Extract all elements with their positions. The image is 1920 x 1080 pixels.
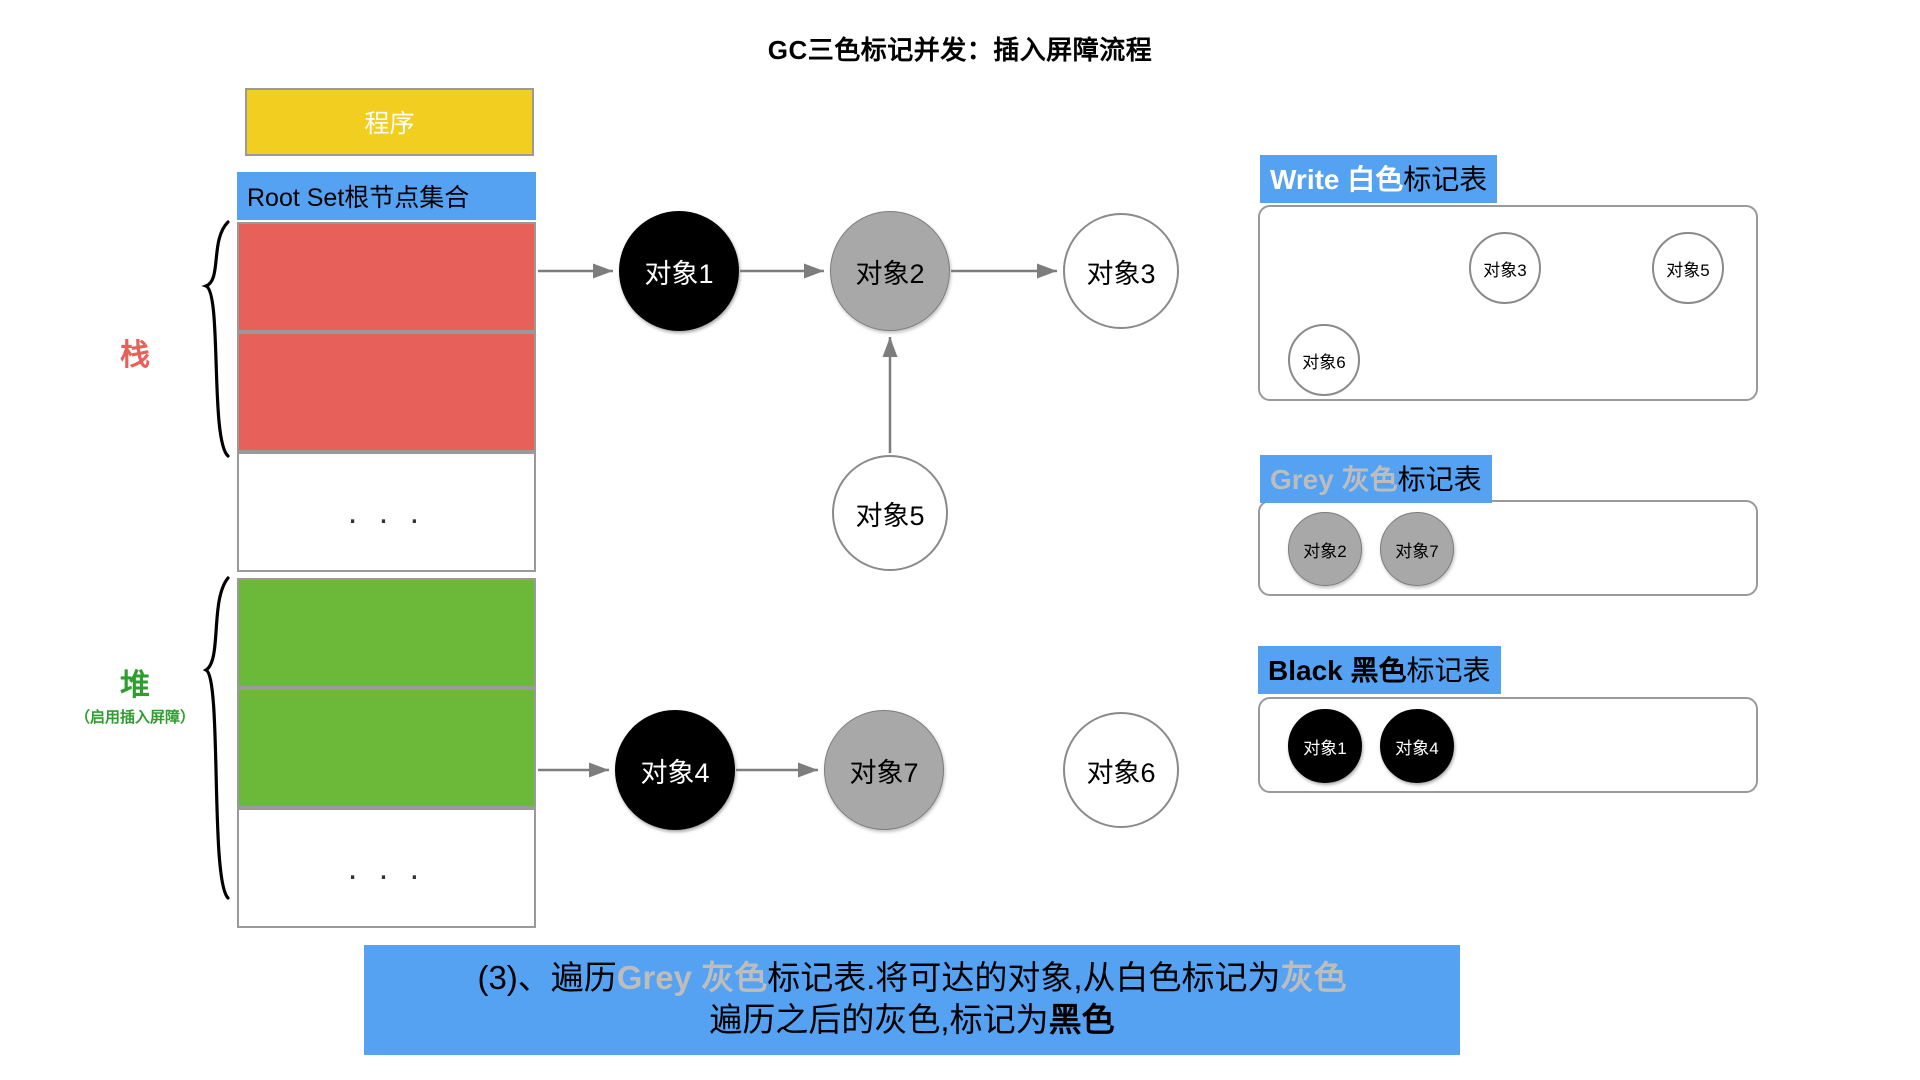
caption-line2-bold: 黑色 xyxy=(1048,1001,1115,1039)
stack-slot-2 xyxy=(237,332,536,452)
mark-chip-obj5: 对象5 xyxy=(1652,232,1724,304)
heap-slot-1 xyxy=(237,578,536,688)
grey-mark-table-body: 对象2 对象7 xyxy=(1258,500,1758,596)
mark-chip-label: 对象2 xyxy=(1303,541,1347,561)
mark-chip-label: 对象1 xyxy=(1303,738,1347,758)
white-mark-table-keyword: Write 白色 xyxy=(1270,164,1404,195)
mark-chip-label: 对象3 xyxy=(1483,260,1527,280)
caption-line1-a: (3)、遍历 xyxy=(477,959,617,996)
black-mark-table-rest: 标记表 xyxy=(1406,655,1491,686)
mark-chip-obj1: 对象1 xyxy=(1288,709,1362,783)
graph-node-label: 对象4 xyxy=(640,757,710,788)
stack-slot-1 xyxy=(237,222,536,332)
white-mark-table-rest: 标记表 xyxy=(1403,164,1488,195)
mark-chip-label: 对象6 xyxy=(1302,352,1346,372)
page-title: GC三色标记并发：插入屏障流程 xyxy=(767,35,1153,65)
caption-line1-grey: Grey 灰色 xyxy=(616,959,768,996)
heap-slot-2 xyxy=(237,688,536,808)
black-mark-table-header: Black 黑色标记表 xyxy=(1258,646,1501,694)
grey-mark-table-header: Grey 灰色标记表 xyxy=(1260,455,1492,503)
caption-line-1: (3)、遍历Grey 灰色标记表.将可达的对象,从白色标记为灰色 xyxy=(364,957,1460,999)
graph-node-obj2: 对象2 xyxy=(830,211,950,331)
black-mark-table-keyword: Black 黑色 xyxy=(1268,655,1407,686)
caption-line2-a: 遍历之后的灰色,标记为 xyxy=(709,1001,1049,1039)
graph-node-obj1: 对象1 xyxy=(619,211,739,331)
mark-chip-label: 对象4 xyxy=(1395,738,1439,758)
grey-mark-table-rest: 标记表 xyxy=(1397,464,1482,495)
graph-node-label: 对象3 xyxy=(1086,258,1156,289)
mark-chip-obj2: 对象2 xyxy=(1288,512,1362,586)
graph-node-obj5: 对象5 xyxy=(832,455,948,571)
program-box: 程序 xyxy=(245,88,534,156)
heap-label: 堆 （启用插入屏障） xyxy=(60,660,210,727)
heap-label-text: 堆 xyxy=(120,669,150,702)
mark-chip-obj7: 对象7 xyxy=(1380,512,1454,586)
graph-node-obj4: 对象4 xyxy=(615,710,735,830)
graph-node-obj6: 对象6 xyxy=(1063,712,1179,828)
mark-chip-obj6: 对象6 xyxy=(1288,324,1360,396)
grey-mark-table-keyword: Grey 灰色 xyxy=(1270,464,1398,495)
white-mark-table-body: 对象3 对象5 对象6 xyxy=(1258,205,1758,401)
mark-chip-label: 对象5 xyxy=(1666,260,1710,280)
stack-label: 栈 xyxy=(90,330,180,374)
caption-line1-b: 标记表.将可达的对象,从白色标记为 xyxy=(767,959,1281,996)
mark-chip-obj4: 对象4 xyxy=(1380,709,1454,783)
graph-node-label: 对象1 xyxy=(644,258,714,289)
graph-node-label: 对象5 xyxy=(855,500,925,531)
stack-slot-empty: . . . xyxy=(237,452,536,572)
root-set-bar: Root Set根节点集合 xyxy=(237,172,536,220)
graph-node-obj7: 对象7 xyxy=(824,710,944,830)
stack-brace xyxy=(201,220,230,458)
caption-line1-grey2: 灰色 xyxy=(1280,959,1347,996)
white-mark-table-header: Write 白色标记表 xyxy=(1260,155,1498,203)
graph-node-label: 对象2 xyxy=(855,258,925,289)
graph-node-obj3: 对象3 xyxy=(1063,213,1179,329)
mark-chip-obj3: 对象3 xyxy=(1469,232,1541,304)
heap-sublabel-text: （启用插入屏障） xyxy=(74,709,195,726)
graph-node-label: 对象6 xyxy=(1086,757,1156,788)
stack-label-text: 栈 xyxy=(120,339,150,372)
heap-brace xyxy=(202,576,230,900)
mark-chip-label: 对象7 xyxy=(1395,541,1439,561)
caption-line-2: 遍历之后的灰色,标记为黑色 xyxy=(364,999,1460,1041)
heap-slot-empty: . . . xyxy=(237,808,536,928)
graph-node-label: 对象7 xyxy=(849,757,919,788)
black-mark-table-body: 对象1 对象4 xyxy=(1258,697,1758,793)
caption-banner: (3)、遍历Grey 灰色标记表.将可达的对象,从白色标记为灰色 遍历之后的灰色… xyxy=(364,945,1460,1056)
